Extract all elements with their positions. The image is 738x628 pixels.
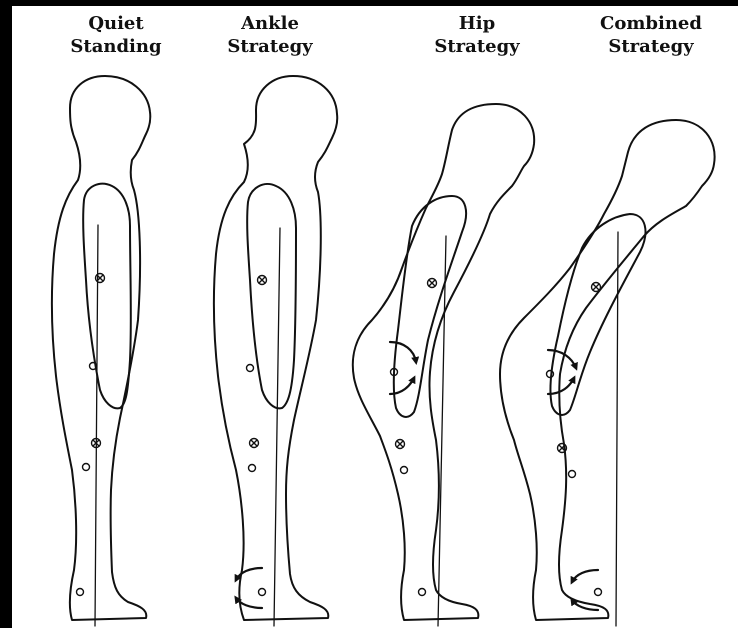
center-of-mass-marker-icon	[396, 440, 405, 449]
plumb-line-ankle-strategy	[274, 228, 280, 626]
body-outline-quiet-standing	[52, 76, 150, 620]
joint-marker-circle-icon	[249, 465, 256, 472]
plumb-line-combined-strategy	[616, 232, 618, 626]
arm-outline-combined-strategy	[550, 214, 645, 415]
plumb-line-quiet-standing	[95, 225, 98, 626]
center-of-mass-marker-icon	[428, 279, 437, 288]
joint-marker-circle-icon	[247, 365, 254, 372]
figure-quiet-standing	[52, 76, 150, 626]
joint-marker-circle-icon	[419, 589, 426, 596]
center-of-mass-marker-icon	[258, 276, 267, 285]
center-of-mass-marker-icon	[592, 283, 601, 292]
center-of-mass-marker-icon	[96, 274, 105, 283]
figure-combined-strategy	[500, 120, 715, 626]
joint-marker-circle-icon	[401, 467, 408, 474]
figure-ankle-strategy	[214, 76, 337, 626]
arm-outline-ankle-strategy	[247, 184, 296, 408]
joint-marker-circle-icon	[547, 371, 554, 378]
center-of-mass-marker-icon	[250, 439, 259, 448]
joint-marker-circle-icon	[595, 589, 602, 596]
joint-marker-circle-icon	[569, 471, 576, 478]
joint-marker-circle-icon	[83, 464, 90, 471]
rotation-arrow-icon	[548, 378, 574, 394]
rotation-arrow-icon	[572, 570, 598, 582]
joint-marker-circle-icon	[77, 589, 84, 596]
joint-marker-circle-icon	[259, 589, 266, 596]
arm-outline-quiet-standing	[83, 184, 131, 409]
body-outline-combined-strategy	[500, 120, 715, 620]
figure-hip-strategy	[353, 104, 534, 626]
